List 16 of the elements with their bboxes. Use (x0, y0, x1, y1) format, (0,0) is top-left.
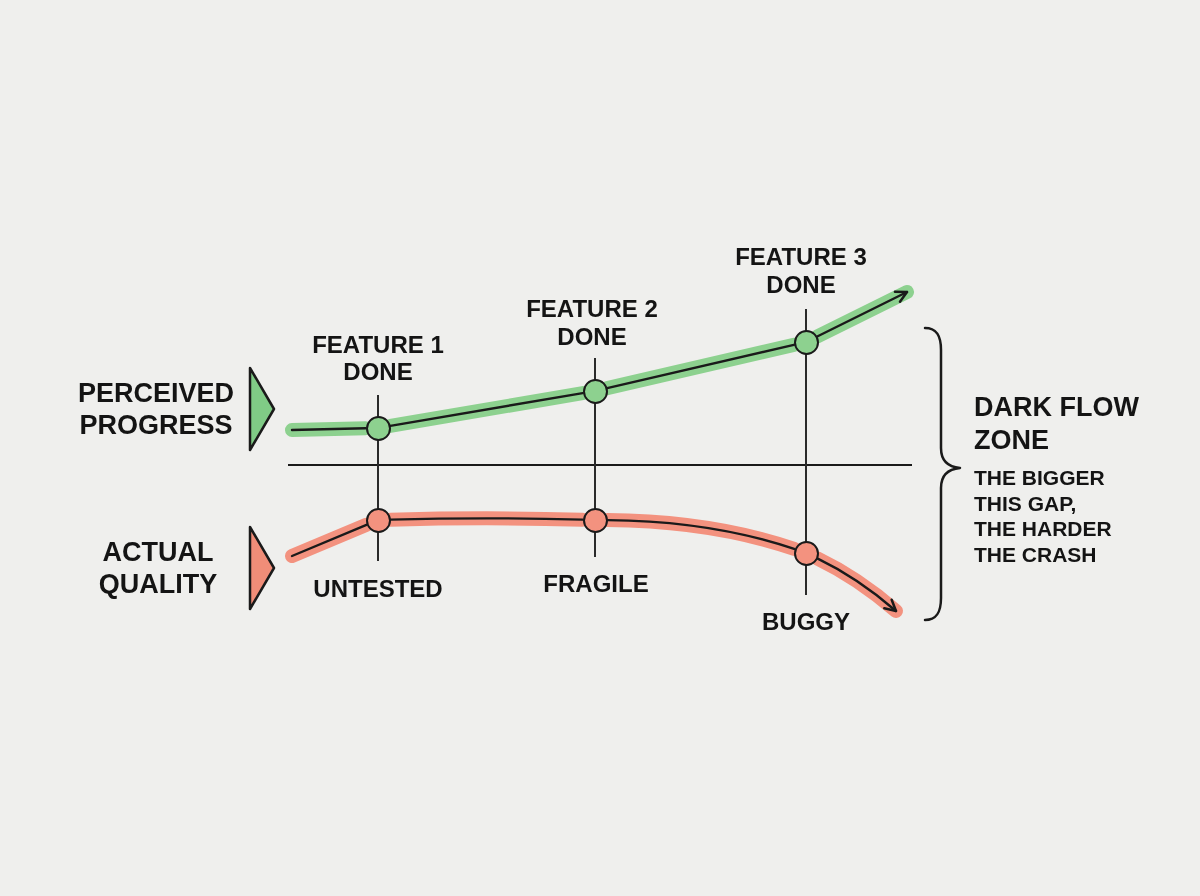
milestone-caption: FEATURE 1 DONE (311, 331, 445, 385)
milestone-dot (793, 329, 819, 355)
row-label: ACTUAL QUALITY (97, 536, 219, 600)
milestone-dot (793, 540, 819, 566)
quality-caption: UNTESTED (313, 575, 443, 603)
quality-caption: FRAGILE (543, 570, 649, 598)
zone-heading: DARK FLOW ZONE (974, 391, 1140, 457)
milestone-dot (582, 378, 608, 404)
milestone-caption: FEATURE 2 DONE (525, 295, 659, 351)
milestone-caption: FEATURE 3 DONE (734, 243, 868, 299)
quality-caption: BUGGY (762, 608, 850, 636)
row-label: PERCEIVED PROGRESS (76, 377, 235, 441)
milestone-dot (365, 507, 391, 533)
zone-note: THE BIGGER THIS GAP, THE HARDER THE CRASH (974, 465, 1113, 568)
milestone-dot (365, 415, 391, 441)
milestone-dot (582, 507, 608, 533)
